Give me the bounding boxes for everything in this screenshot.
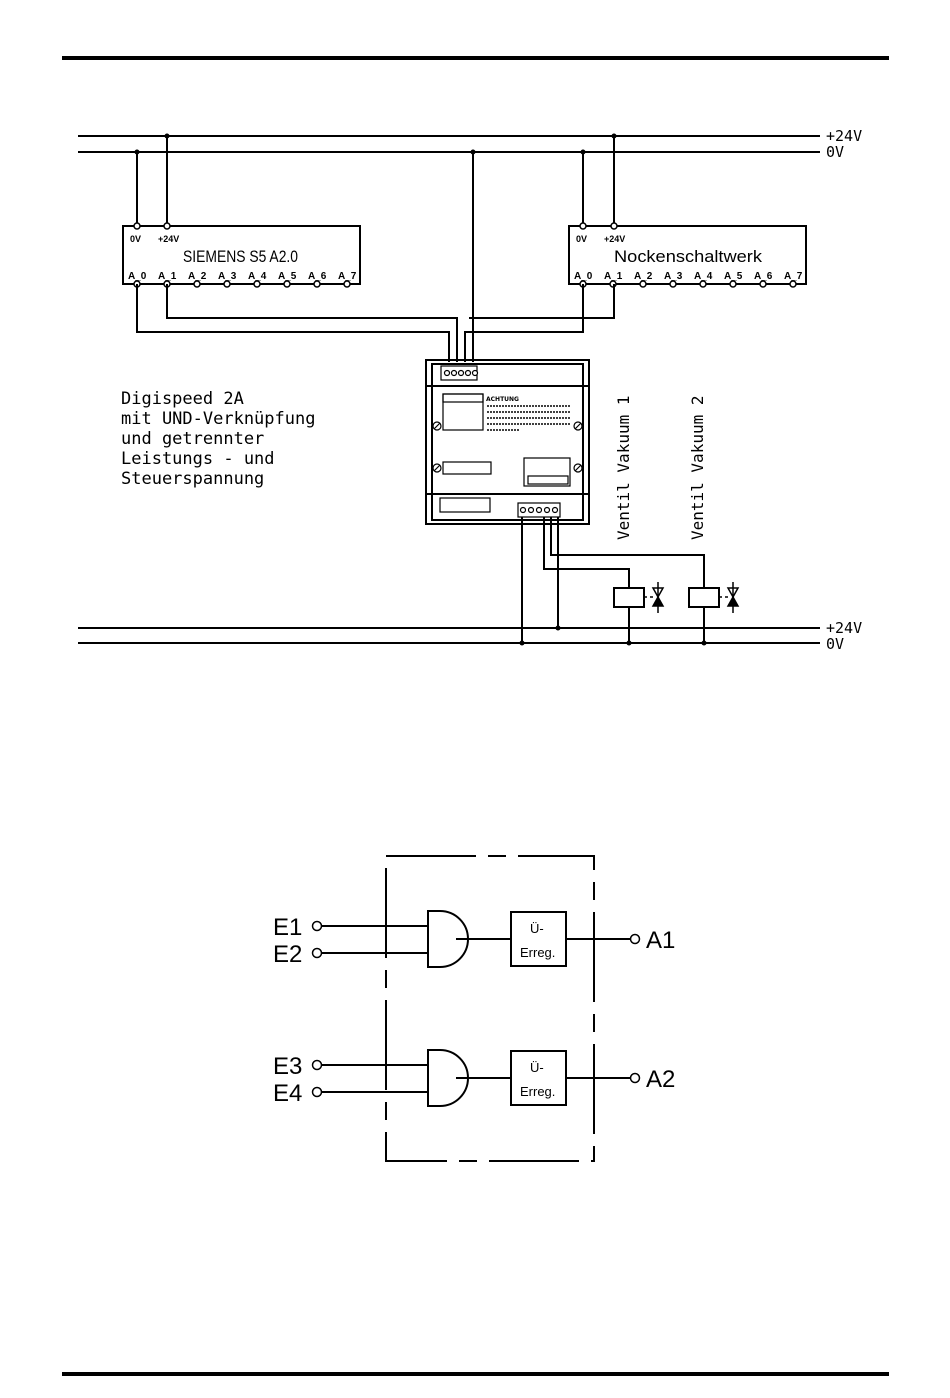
rail-label-top-zero: 0V [826, 143, 844, 161]
module-terminal [537, 508, 542, 513]
description-line: Leistungs - und [121, 449, 275, 469]
output-pin-terminal [254, 281, 260, 287]
output-label-a1: A1 [646, 927, 675, 954]
output-pin-terminal [700, 281, 706, 287]
input-label-e4: E4 [273, 1080, 302, 1107]
module-terminal [545, 508, 550, 513]
block-2-line1: Ü- [530, 1060, 544, 1075]
module-terminal [452, 371, 457, 376]
output-pin-terminal [640, 281, 646, 287]
digispeed-module: ACHTUNG [426, 360, 589, 524]
description-line: mit UND-Verknüpfung [121, 409, 315, 429]
block-2-line2: Erreg. [520, 1084, 555, 1099]
output-pin-terminal [760, 281, 766, 287]
top-rails: +24V 0V [78, 127, 862, 161]
valve-label-2: Ventil Vakuum 2 [688, 396, 707, 541]
cam-pin-24v: +24V [604, 234, 625, 244]
signal-wires [137, 284, 614, 362]
module-terminal [553, 508, 558, 513]
module-warning: ACHTUNG [486, 396, 519, 403]
module-terminal [529, 508, 534, 513]
description-line: und getrennter [121, 429, 264, 449]
block-1-line1: Ü- [530, 921, 544, 936]
valve-coils [614, 582, 738, 613]
module-terminal [521, 508, 526, 513]
output-pin-terminal [670, 281, 676, 287]
logic-schematic: Ü- Erreg. Ü- Erreg. E1 E2 E3 E4 A1 A2 [273, 856, 675, 1161]
output-pin-terminal [730, 281, 736, 287]
valve-label-1: Ventil Vakuum 1 [614, 396, 633, 541]
plc-pin-24v: +24V [158, 234, 179, 244]
rail-label-bottom-zero: 0V [826, 635, 844, 653]
description-line: Digispeed 2A [121, 389, 244, 409]
output-pin-terminal [194, 281, 200, 287]
description-line: Steuerspannung [121, 469, 264, 489]
plc-title: SIEMENS S5 A2.0 [183, 247, 298, 266]
module-terminal [466, 371, 471, 376]
module-description: Digispeed 2A mit UND-Verknüpfung und get… [121, 389, 315, 489]
plc-pin-0v: 0V [130, 234, 141, 244]
output-pin-terminal [224, 281, 230, 287]
input-label-e3: E3 [273, 1053, 302, 1080]
module-terminal [445, 371, 450, 376]
bottom-rails: +24V 0V [78, 619, 862, 653]
output-pin-terminal [344, 281, 350, 287]
input-label-e1: E1 [273, 914, 302, 941]
output-pin-terminal [284, 281, 290, 287]
output-label-a2: A2 [646, 1066, 675, 1093]
cam-title: Nockenschaltwerk [614, 247, 763, 266]
module-terminal [459, 371, 464, 376]
output-wires [520, 517, 707, 646]
output-pin-terminal [314, 281, 320, 287]
block-1-line2: Erreg. [520, 945, 555, 960]
input-label-e2: E2 [273, 941, 302, 968]
cam-pin-0v: 0V [576, 234, 587, 244]
output-pin-terminal [790, 281, 796, 287]
module-terminal [473, 371, 478, 376]
